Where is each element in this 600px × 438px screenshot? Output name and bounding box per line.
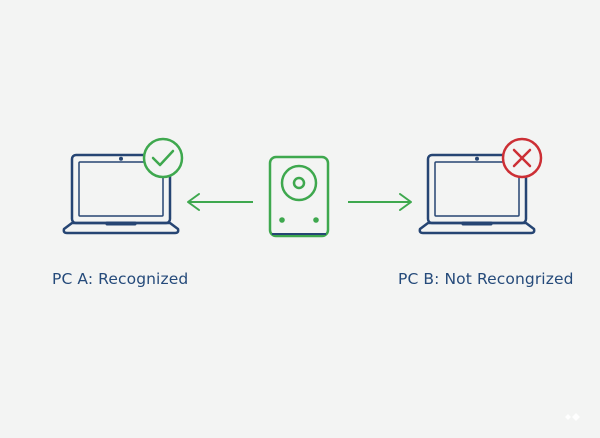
pc-b-label: PC B: Not Recongrized xyxy=(398,270,574,288)
sparkle-watermark-icon xyxy=(565,413,580,421)
arrow-right-icon xyxy=(348,193,412,211)
hard-drive-icon xyxy=(268,155,330,238)
laptop-icon xyxy=(62,153,180,235)
x-mark-icon xyxy=(501,137,543,179)
arrow-left-icon xyxy=(187,193,253,211)
pc-a-label: PC A: Recognized xyxy=(52,270,189,288)
checkmark-icon xyxy=(142,137,184,179)
laptop-icon xyxy=(418,153,536,235)
